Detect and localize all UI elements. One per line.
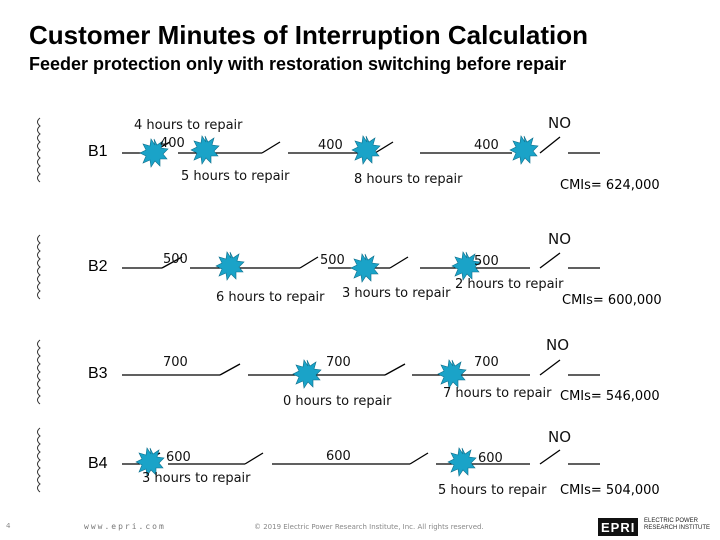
load-label: 700: [326, 355, 351, 370]
load-label: 400: [160, 136, 185, 151]
repair-label: 8 hours to repair: [354, 172, 463, 187]
cmi-total: CMIs= 600,000: [562, 293, 662, 308]
load-label: 400: [474, 138, 499, 153]
page-number: 4: [6, 522, 11, 530]
fault-star-icon: [437, 359, 467, 389]
repair-label: 3 hours to repair: [142, 471, 251, 486]
source-coil-icon: [37, 339, 41, 405]
logo-mark: EPRI: [598, 518, 638, 536]
bus-label-b3: B3: [88, 365, 108, 382]
load-label: 700: [474, 355, 499, 370]
bus-label-b2: B2: [88, 258, 108, 275]
load-label: 700: [163, 355, 188, 370]
fault-star-icon: [350, 253, 380, 283]
normally-open-label: NO: [546, 336, 570, 354]
repair-label: 5 hours to repair: [181, 169, 290, 184]
repair-label: 0 hours to repair: [283, 394, 392, 409]
footer-url[interactable]: www.epri.com: [84, 522, 166, 531]
load-label: 500: [320, 253, 345, 268]
repair-label: 4 hours to repair: [134, 118, 243, 133]
source-coil-icon: [37, 117, 41, 183]
repair-label: 3 hours to repair: [342, 286, 451, 301]
normally-open-label: NO: [548, 428, 572, 446]
repair-label: 5 hours to repair: [438, 483, 547, 498]
bus-label-b1: B1: [88, 143, 108, 160]
load-label: 600: [326, 449, 351, 464]
fault-star-icon: [509, 135, 539, 165]
epri-logo: EPRI ELECTRIC POWER RESEARCH INSTITUTE: [598, 518, 716, 538]
fault-star-icon: [292, 359, 322, 389]
footer-copyright: © 2019 Electric Power Research Institute…: [254, 523, 484, 531]
slide-title: Customer Minutes of Interruption Calcula…: [29, 20, 589, 50]
source-coil-icon: [37, 427, 41, 493]
normally-open-label: NO: [548, 230, 572, 248]
logo-text: ELECTRIC POWER RESEARCH INSTITUTE: [644, 518, 711, 531]
load-label: 400: [318, 138, 343, 153]
load-label: 500: [163, 252, 188, 267]
load-label: 600: [166, 450, 191, 465]
source-coil-icon: [37, 234, 41, 300]
cmi-total: CMIs= 504,000: [560, 483, 660, 498]
repair-label: 7 hours to repair: [443, 386, 552, 401]
cmi-total: CMIs= 546,000: [560, 389, 660, 404]
fault-star-icon: [351, 135, 381, 165]
cmi-total: CMIs= 624,000: [560, 178, 660, 193]
repair-label: 6 hours to repair: [216, 290, 325, 305]
fault-star-icon: [447, 447, 477, 477]
bus-label-b4: B4: [88, 455, 108, 472]
feeder-line-b3: [122, 359, 600, 376]
fault-star-icon: [215, 251, 245, 281]
fault-star-icon: [190, 135, 220, 165]
load-label: 600: [478, 451, 503, 466]
slide-subtitle: Feeder protection only with restoration …: [29, 54, 567, 74]
feeder-line-b4: [122, 449, 600, 465]
load-label: 500: [474, 254, 499, 269]
repair-label: 2 hours to repair: [455, 277, 564, 292]
normally-open-label: NO: [548, 114, 572, 132]
